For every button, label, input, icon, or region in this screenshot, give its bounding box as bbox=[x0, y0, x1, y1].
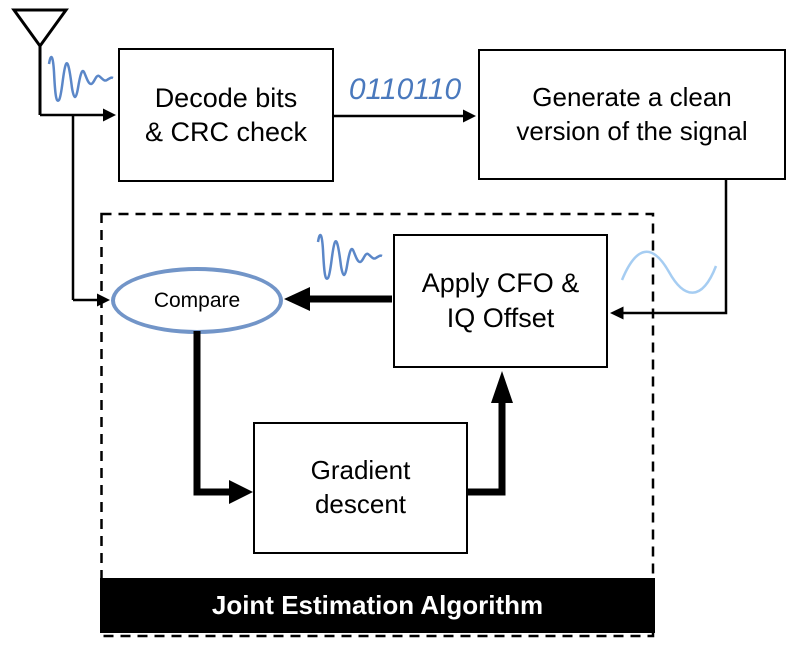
gradient-descent-label: Gradient descent bbox=[310, 455, 411, 519]
distorted-signal-waveform-icon bbox=[316, 233, 384, 281]
decode-bits-crc-label: Decode bits & CRC check bbox=[144, 82, 308, 147]
apply-cfo-iq-offset-label: Apply CFO & IQ Offset bbox=[421, 267, 580, 333]
received-signal-waveform-icon bbox=[47, 55, 115, 103]
compare-label: Compare bbox=[153, 288, 241, 312]
compare-ellipse: Compare bbox=[111, 267, 283, 334]
decode-bits-crc-box: Decode bits & CRC check bbox=[118, 48, 334, 182]
generate-clean-signal-label: Generate a clean version of the signal bbox=[516, 82, 748, 146]
joint-estimation-banner-label: Joint Estimation Algorithm bbox=[211, 590, 544, 620]
decoded-bits-annotation: 0110110 bbox=[348, 73, 462, 106]
gradient-descent-box: Gradient descent bbox=[253, 422, 468, 554]
compare-to-gradient-arrow bbox=[193, 331, 253, 504]
decode-to-generate-arrow bbox=[334, 109, 476, 123]
generate-to-apply-arrow bbox=[610, 180, 728, 320]
gradient-to-apply-arrow bbox=[467, 371, 513, 496]
generate-clean-signal-box: Generate a clean version of the signal bbox=[478, 49, 786, 180]
clean-signal-sine-icon bbox=[620, 250, 718, 294]
antenna-icon bbox=[11, 8, 69, 115]
apply-to-compare-arrow bbox=[284, 287, 392, 311]
apply-cfo-iq-offset-box: Apply CFO & IQ Offset bbox=[393, 234, 608, 368]
antenna-to-decode-arrow bbox=[40, 108, 116, 307]
joint-estimation-banner: Joint Estimation Algorithm bbox=[100, 578, 655, 633]
